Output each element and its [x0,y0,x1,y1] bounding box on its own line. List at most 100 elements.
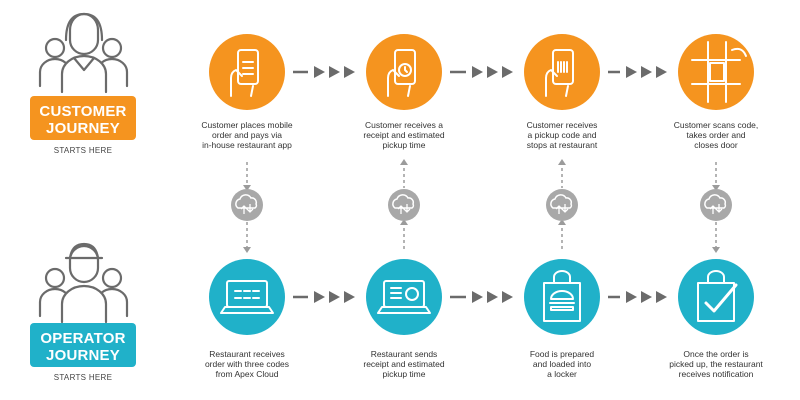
caption-line: Customer places mobile [201,120,293,130]
barcode-lines [557,61,568,73]
sync-arrows [555,204,569,214]
laptop-base [377,306,431,314]
customer-flow-arrow [450,66,513,78]
caption-line: picked up, the restaurant [669,359,763,369]
customer-journey-badge: CUSTOMER JOURNEY [30,96,136,140]
bag-shape [543,270,581,322]
arrow-head [641,66,652,78]
customer-title-line-2: JOURNEY [46,120,120,137]
phone-menu-icon [230,49,259,97]
bag-check-icon [697,270,738,322]
cloud-shape [235,194,258,209]
phone-receipt-icon [387,49,416,97]
arrow-head [626,66,637,78]
laptop-codes-icon [220,280,274,314]
dashed-arrow-head [712,247,720,253]
caption-line: and loaded into [532,359,592,369]
phone-shape [394,49,416,85]
customer-flow-arrow [608,66,667,78]
sync-arrows [397,204,411,214]
cloud-sync-connector [388,159,420,250]
step-circle [678,34,754,110]
caption-line: pickup time [382,369,426,379]
locker-door [709,62,725,82]
cloud-sync-connector [700,162,732,253]
arrow-head [329,66,340,78]
cloud-shape [392,194,415,209]
customer-title-line-1: CUSTOMER [39,103,127,120]
hand-shape [387,69,411,97]
code-blocks [234,290,260,299]
operator-flow-arrow [293,291,355,303]
customer-flow-arrow [293,66,355,78]
arrow-head [344,66,355,78]
step-circle [366,259,442,335]
cloud-sync-connector [231,162,263,253]
dashed-arrow-head [400,159,408,165]
arrow-head [487,291,498,303]
hand-shape [230,69,254,97]
flow-nodes [209,34,754,335]
locker-hand-icon [691,41,747,103]
caption-line: Once the order is [683,349,749,359]
caption-line: Restaurant sends [370,349,438,359]
customer-step-3-caption: Customer receives a pickup code and stop… [487,120,637,150]
cloud-sync-icon [700,189,732,221]
operator-starts-here: STARTS HERE [53,373,113,382]
receipt-lines [390,287,402,299]
hand-shape [545,69,569,97]
dashed-arrow-head [558,219,566,225]
clock-shape [405,287,419,301]
dashed-arrow-head [243,247,251,253]
menu-lines [242,61,254,75]
caption-line: receipt and estimated [363,130,445,140]
caption-line: Customer receives a [365,120,443,130]
customer-step-1-caption: Customer places mobile order and pays vi… [172,120,322,150]
sync-arrows [240,204,254,214]
operator-step-3-node [524,259,600,335]
caption-line: Restaurant receives [209,349,285,359]
operator-title-line-2: JOURNEY [46,347,120,364]
caption-line: order and pays via [212,130,282,140]
laptop-base [220,306,274,314]
flow-edges [231,66,732,303]
cloud-sync-icon [546,189,578,221]
customer-persona-icon [38,12,129,94]
caption-line: receives notification [678,369,754,379]
caption-line: a pickup code and [527,130,597,140]
cloud-sync-icon [231,189,263,221]
arrow-head [502,291,513,303]
caption-line: Customer scans code, [673,120,759,130]
step-circle [366,34,442,110]
sync-arrows [709,204,723,214]
operator-flow-arrow [450,291,513,303]
caption-line: takes order and [686,130,746,140]
phone-shape [237,49,259,85]
caption-line: pickup time [382,140,426,150]
caption-line: stops at restaurant [526,140,598,150]
arrow-head [656,66,667,78]
locker-grid [691,41,741,103]
operator-journey-badge: OPERATOR JOURNEY [30,323,136,367]
caption-line: Customer receives [526,120,598,130]
operator-step-4-caption: Once the order is picked up, the restaur… [641,349,791,379]
customer-step-2-node [366,34,442,110]
arrow-head [344,291,355,303]
clock-shape [398,63,412,77]
cloud-sync-icon [388,189,420,221]
customer-step-4-caption: Customer scans code, takes order and clo… [641,120,791,150]
customer-step-2-caption: Customer receives a receipt and estimate… [329,120,479,150]
cloud-sync-connector [546,159,578,250]
caption-line: Food is prepared [529,349,595,359]
step-circle [209,34,285,110]
phone-barcode-icon [545,49,574,97]
arrow-head [314,291,325,303]
caption-line: from Apex Cloud [215,369,279,379]
customer-step-4-node [678,34,754,110]
caption-line: order with three codes [204,359,290,369]
bag-burger-icon [543,270,581,322]
dashed-arrow-head [712,185,720,191]
dashed-arrow-head [400,219,408,225]
arrow-head [314,66,325,78]
